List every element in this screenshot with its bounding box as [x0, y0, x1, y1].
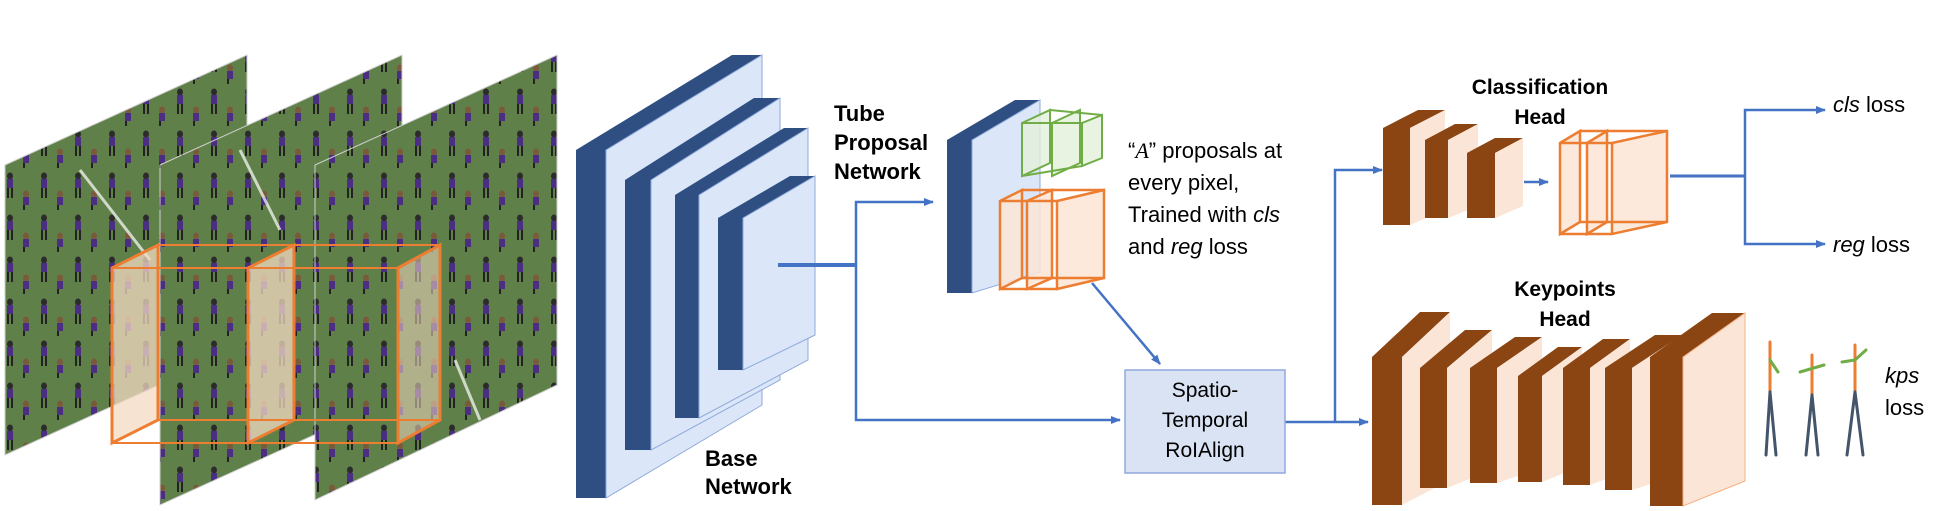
base-network-label-line1: Base [705, 446, 758, 471]
anchor-text-line2: every pixel, [1128, 170, 1239, 195]
roialign-box: Spatio- Temporal RoIAlign [1124, 369, 1286, 474]
roialign-line1: Spatio- [1172, 379, 1239, 402]
classification-head [1383, 110, 1669, 237]
kp-head-label-line1: Keypoints [1514, 278, 1616, 301]
cls-block-3 [1467, 138, 1523, 218]
svg-text:“A” proposals at: “A” proposals at [1128, 138, 1282, 163]
tpn-label-line2: Proposal [834, 130, 928, 155]
skeleton-icon-3 [1840, 343, 1868, 457]
kps-loss-suffix: loss [1885, 395, 1924, 420]
skeleton-icons [1764, 340, 1868, 457]
video-frames [4, 54, 558, 506]
anchor-quote-close: ” [1149, 138, 1156, 163]
roialign-line2: Temporal [1162, 409, 1248, 432]
cls-output-tube [1558, 128, 1669, 237]
anchor-text-line4a: and [1128, 234, 1171, 259]
anchor-text-line4c: loss [1203, 234, 1248, 259]
anchor-quote-open: “ [1128, 138, 1135, 163]
svg-text:reg loss: reg loss [1833, 232, 1910, 257]
cls-head-label-line1: Classification [1472, 76, 1609, 99]
skeleton-icon-2 [1798, 353, 1826, 457]
tpn-label-line3: Network [834, 159, 922, 184]
cls-loss-suffix: loss [1860, 92, 1905, 117]
base-network-label-line2: Network [705, 474, 793, 499]
anchor-tube-orange [998, 187, 1106, 292]
svg-text:cls loss: cls loss [1833, 92, 1905, 117]
anchor-text-line3a: Trained with [1128, 202, 1253, 227]
kp-head-label-line2: Head [1539, 308, 1590, 331]
roialign-line3: RoIAlign [1165, 439, 1244, 462]
tpn-label-line1: Tube [834, 101, 885, 126]
connectors [778, 106, 1826, 426]
reg-loss-label: reg [1833, 232, 1866, 257]
anchor-tube-green [1021, 108, 1103, 178]
anchor-text-line1: proposals at [1156, 138, 1282, 163]
cls-head-label-line2: Head [1514, 106, 1565, 129]
cls-loss-label: cls [1833, 92, 1860, 117]
svg-text:Trained with cls: Trained with cls [1128, 202, 1280, 227]
anchor-symbol: A [1133, 138, 1149, 163]
base-layer-4 [718, 175, 816, 371]
kps-loss-label: kps [1885, 363, 1919, 388]
reg-loss-suffix: loss [1865, 232, 1910, 257]
anchor-text-line3b: cls [1253, 202, 1280, 227]
base-network [576, 54, 816, 499]
skeleton-icon-1 [1764, 340, 1780, 457]
svg-text:and reg loss: and reg loss [1128, 234, 1248, 259]
kp-block-7 [1650, 312, 1746, 507]
anchor-text-line4b: reg [1171, 234, 1204, 259]
anchor-description: “A” proposals at every pixel, Trained wi… [1128, 138, 1282, 259]
keypoints-head [1372, 312, 1746, 507]
tube-proposal-overlay [110, 242, 442, 446]
